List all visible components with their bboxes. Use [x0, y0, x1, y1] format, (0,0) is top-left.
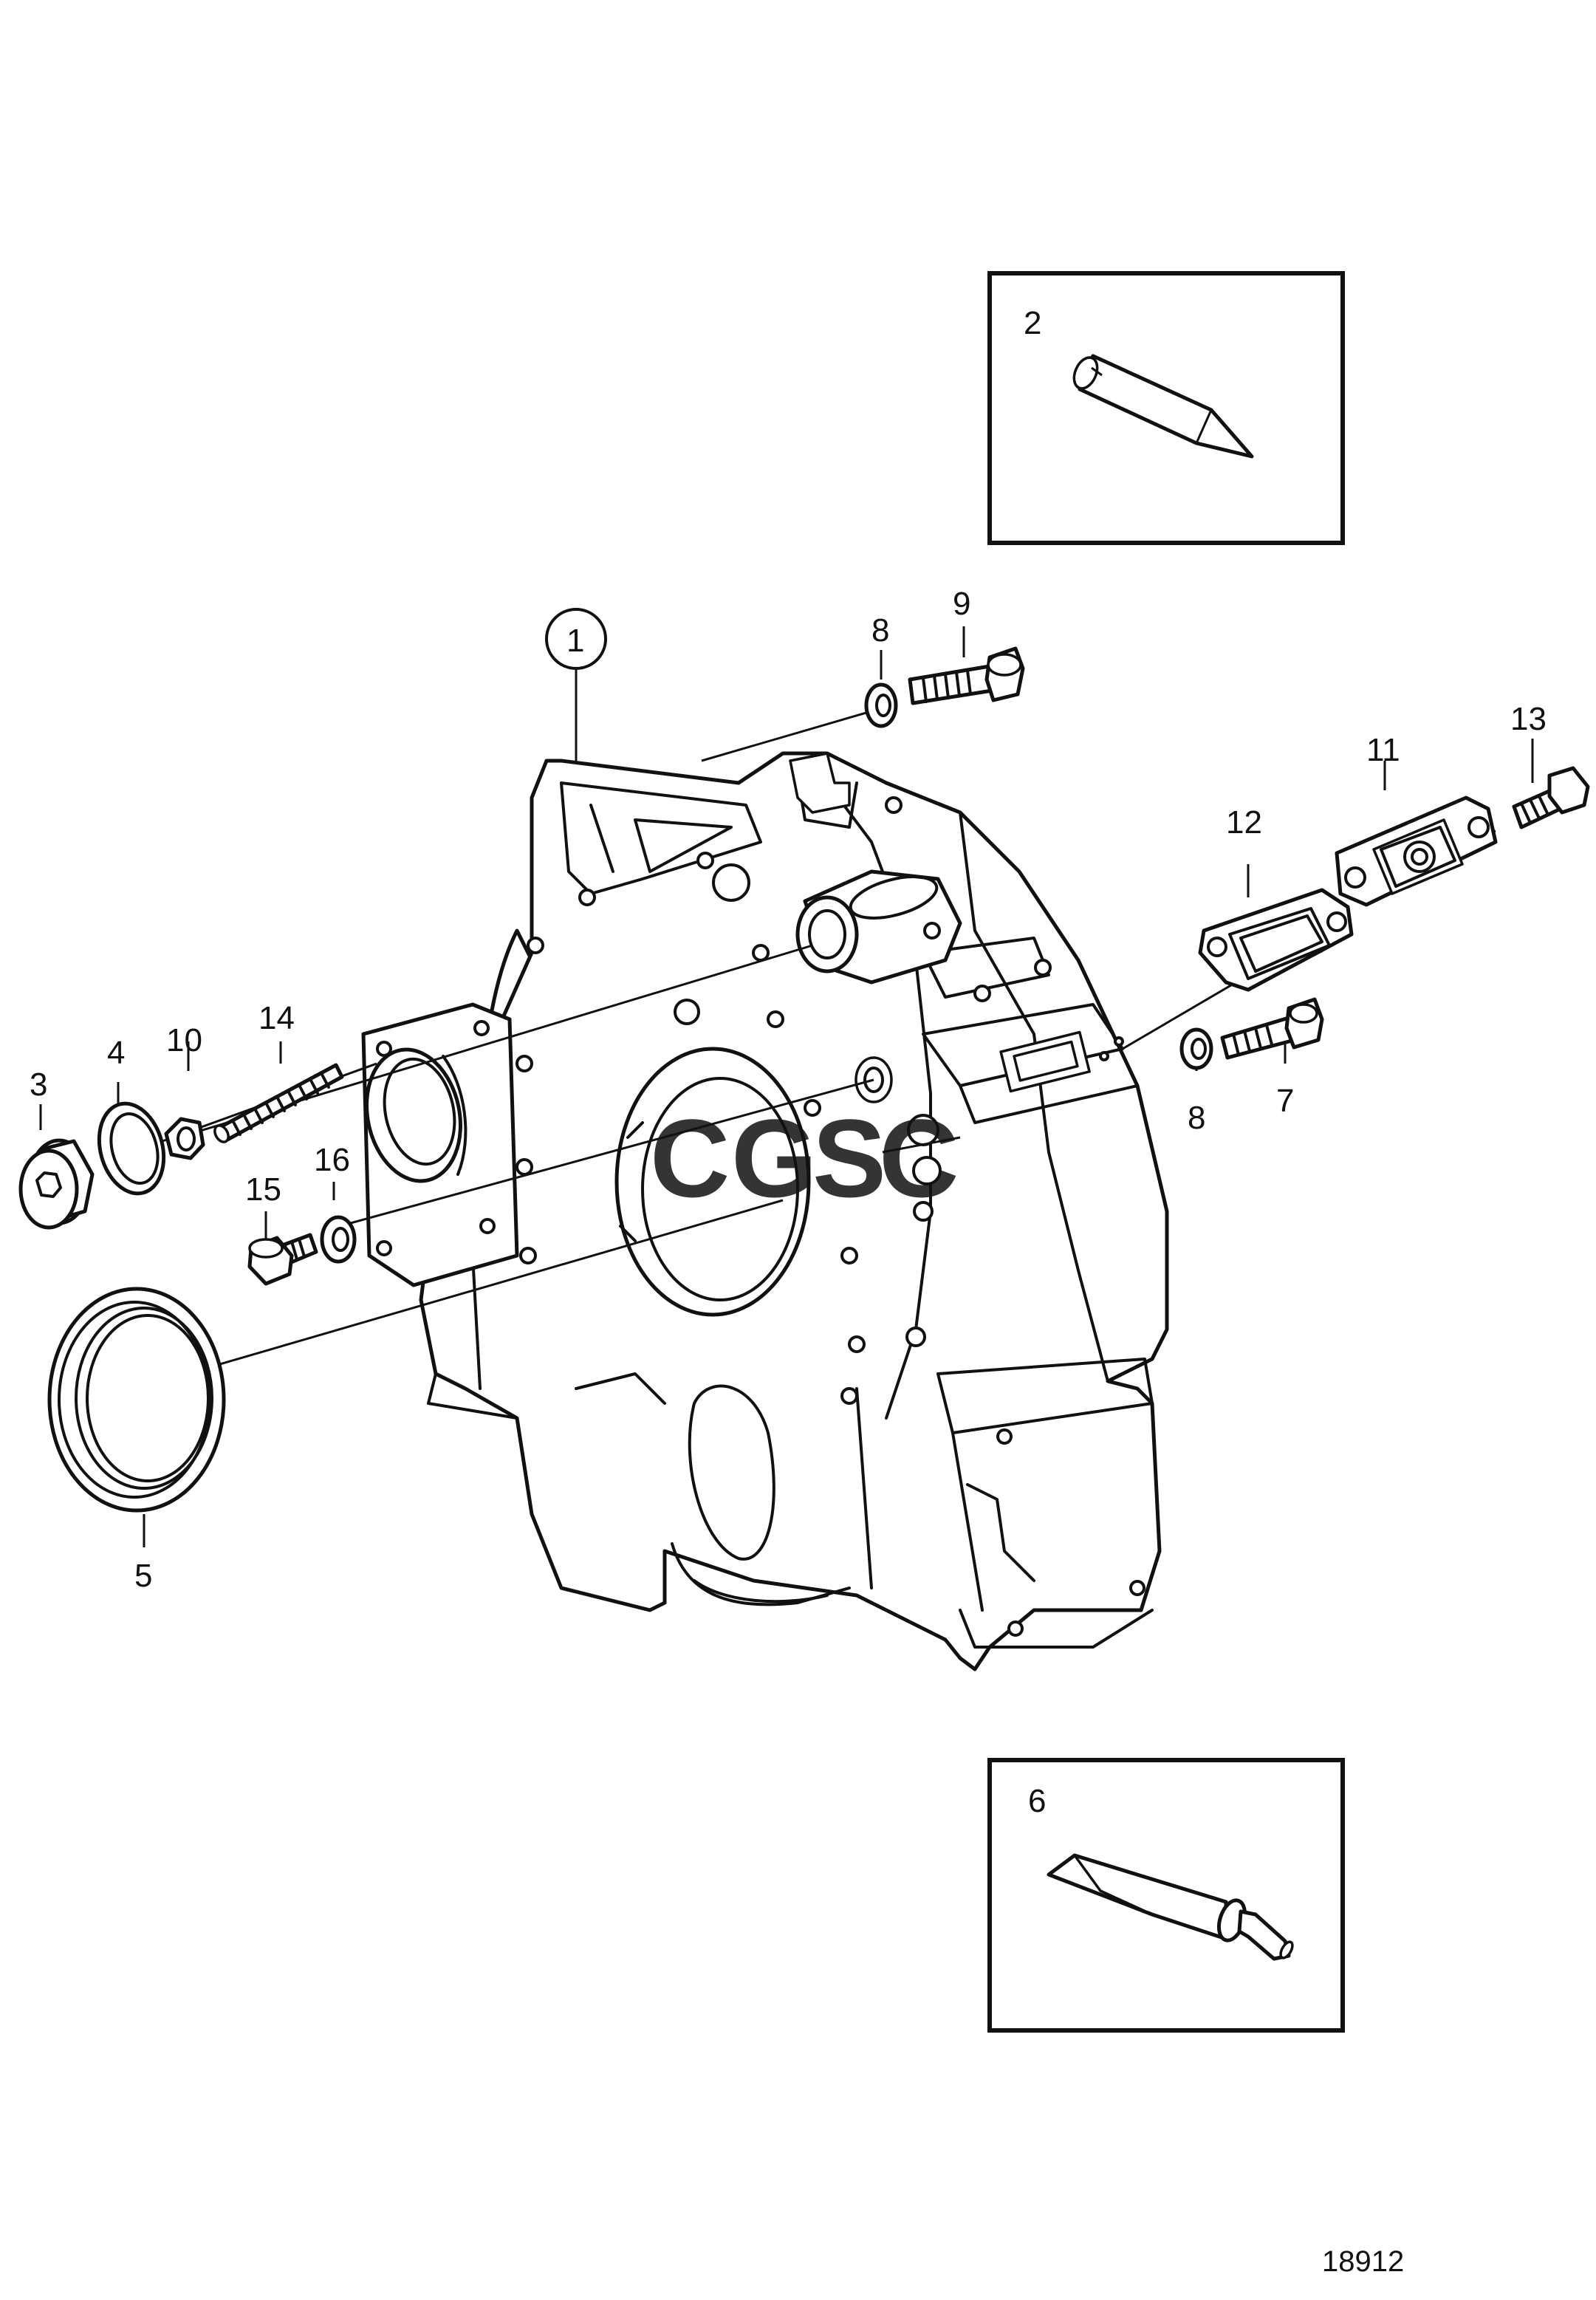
washer-part-16 [320, 1215, 357, 1264]
dowel-pin-icon [1072, 354, 1254, 459]
watermark-letter-1: C [650, 1096, 730, 1220]
callout-8-right: 8 [1188, 1100, 1205, 1136]
reference-number: 18912 [1322, 2245, 1404, 2278]
bolt-part-13 [1512, 766, 1590, 829]
watermark-letter-2: G [731, 1096, 818, 1220]
callout-11: 11 [1366, 732, 1400, 768]
cover-plate-part-11 [1335, 795, 1498, 907]
seal-ring-part-5 [47, 1287, 226, 1513]
callout-1: 1 [566, 623, 584, 659]
washer-part-8-right [1179, 1027, 1213, 1070]
bolt-part-7 [1220, 997, 1324, 1060]
callout-16: 16 [314, 1142, 350, 1178]
callout-6: 6 [1028, 1783, 1046, 1819]
callout-8-top: 8 [871, 612, 889, 648]
callout-10: 10 [166, 1022, 202, 1058]
stud-part-14 [213, 1063, 344, 1143]
watermark-letter-4: C [879, 1096, 959, 1220]
inset-box-part-2: 2 [987, 271, 1345, 545]
plug-screw-part-15 [247, 1233, 318, 1286]
watermark-letter-3: S [812, 1096, 886, 1220]
callout-3: 3 [30, 1067, 47, 1103]
callout-2: 2 [1024, 305, 1041, 341]
callout-7: 7 [1276, 1083, 1294, 1119]
flywheel-housing [361, 751, 1169, 1671]
callout-14: 14 [258, 1000, 295, 1036]
washer-part-8-top [864, 682, 898, 728]
o-ring-part-4 [97, 1101, 166, 1196]
gasket-part-12 [1198, 888, 1354, 992]
callout-5: 5 [134, 1558, 152, 1594]
callout-labels: 1 8 9 13 11 12 7 8 14 10 4 3 16 15 5 [30, 586, 1547, 1594]
callout-circle-1 [545, 608, 607, 670]
sealant-tube-icon [1047, 1853, 1294, 1961]
callout-12: 12 [1226, 804, 1262, 841]
callout-9: 9 [953, 586, 970, 622]
bolt-part-9 [908, 646, 1025, 705]
watermark-logo: C G S C [650, 1096, 959, 1220]
plug-part-3 [18, 1138, 95, 1230]
callout-13: 13 [1510, 701, 1547, 737]
callout-15: 15 [245, 1171, 281, 1208]
nut-part-10 [164, 1117, 205, 1160]
callout-4: 4 [107, 1035, 125, 1071]
inset-box-part-6: 6 [987, 1758, 1345, 2033]
